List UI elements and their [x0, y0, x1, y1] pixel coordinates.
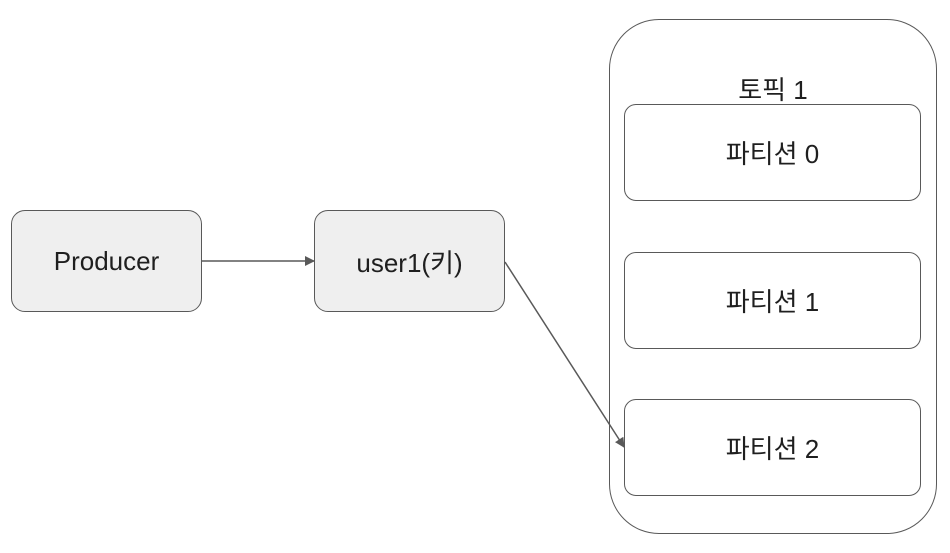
partition-0: 파티션 0 — [624, 104, 921, 201]
topic-title: 토픽 1 — [738, 75, 808, 105]
producer-label: Producer — [53, 245, 160, 276]
producer-node: Producer — [11, 210, 202, 312]
partition-2: 파티션 2 — [624, 399, 921, 496]
partition-2-label: 파티션 2 — [725, 434, 820, 464]
key-node: user1(키) — [314, 210, 505, 312]
key-label: user1(키) — [356, 247, 463, 278]
partition-1: 파티션 1 — [624, 252, 921, 349]
edge-key-to-partition-2 — [504, 261, 625, 448]
partition-0-label: 파티션 0 — [725, 139, 820, 169]
partition-1-label: 파티션 1 — [725, 287, 820, 317]
